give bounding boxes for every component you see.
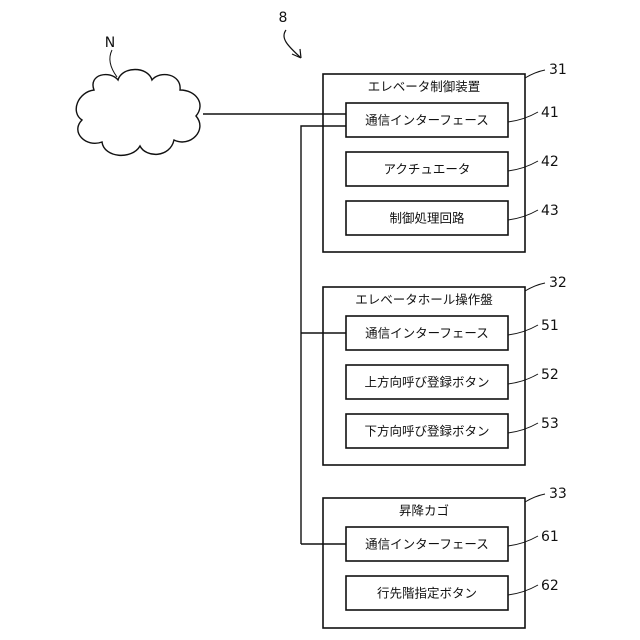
figure-ref: 8 bbox=[279, 10, 288, 26]
unit-hall-panel: エレベータホール操作盤 32 通信インターフェース 51 上方向呼び登録ボタン 52 下方向… bbox=[323, 275, 567, 465]
block-label: アクチュエータ bbox=[384, 162, 471, 177]
unit-title: エレベータ制御装置 bbox=[368, 79, 481, 94]
block-ref: 51 bbox=[541, 318, 559, 334]
block-label: 通信インターフェース bbox=[365, 113, 489, 128]
unit-ref-leader bbox=[525, 283, 545, 291]
block-label: 通信インターフェース bbox=[365, 326, 489, 341]
units-layer: エレベータ制御装置 31 通信インターフェース 41 アクチュエータ 42 制御処理回路 43… bbox=[323, 62, 567, 628]
unit-car: 昇降カゴ 33 通信インターフェース 61 行先階指定ボタン 62 bbox=[323, 486, 567, 628]
block-ref: 42 bbox=[541, 154, 559, 170]
block-62: 行先階指定ボタン 62 bbox=[346, 576, 559, 610]
unit-ref-leader bbox=[525, 70, 545, 78]
block-label: 制御処理回路 bbox=[389, 211, 465, 226]
network-label: N bbox=[105, 35, 115, 51]
block-ref: 62 bbox=[541, 578, 559, 594]
unit-controller: エレベータ制御装置 31 通信インターフェース 41 アクチュエータ 42 制御処理回路 43 bbox=[323, 62, 567, 252]
block-52: 上方向呼び登録ボタン 52 bbox=[346, 365, 559, 399]
unit-ref: 31 bbox=[549, 62, 567, 78]
block-ref: 53 bbox=[541, 416, 559, 432]
block-51: 通信インターフェース 51 bbox=[346, 316, 559, 350]
block-ref: 41 bbox=[541, 105, 559, 121]
block-label: 下方向呼び登録ボタン bbox=[364, 424, 489, 439]
block-42: アクチュエータ 42 bbox=[346, 152, 559, 186]
block-61: 通信インターフェース 61 bbox=[346, 527, 559, 561]
unit-ref: 33 bbox=[549, 486, 567, 502]
block-53: 下方向呼び登録ボタン 53 bbox=[346, 414, 559, 448]
block-label: 通信インターフェース bbox=[365, 537, 489, 552]
network-label-leader bbox=[110, 50, 117, 77]
unit-ref: 32 bbox=[549, 275, 567, 291]
block-ref: 61 bbox=[541, 529, 559, 545]
unit-title: エレベータホール操作盤 bbox=[355, 292, 493, 307]
unit-ref-leader bbox=[525, 494, 545, 502]
unit-title: 昇降カゴ bbox=[399, 503, 449, 518]
block-ref: 43 bbox=[541, 203, 559, 219]
block-41: 通信インターフェース 41 bbox=[346, 103, 559, 137]
block-label: 行先階指定ボタン bbox=[377, 586, 477, 601]
block-label: 上方向呼び登録ボタン bbox=[364, 375, 489, 390]
network-cloud bbox=[76, 70, 200, 156]
block-43: 制御処理回路 43 bbox=[346, 201, 559, 235]
block-ref: 52 bbox=[541, 367, 559, 383]
figure-ref-arrow bbox=[284, 30, 300, 57]
